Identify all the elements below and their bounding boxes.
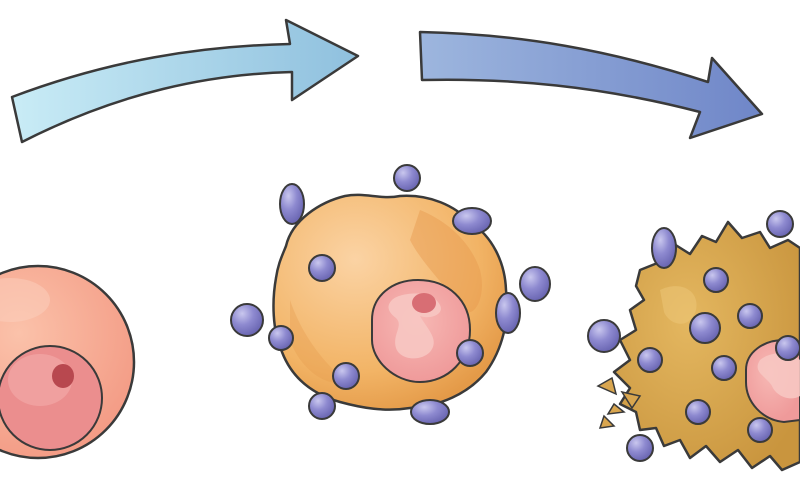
particle-icon — [456, 339, 484, 367]
particle-icon — [268, 325, 294, 351]
cell-fragments-icon — [596, 376, 642, 429]
particle-icon — [332, 362, 360, 390]
particle-icon — [685, 399, 711, 425]
particle-icon — [711, 355, 737, 381]
particle-icon — [703, 267, 729, 293]
particle-icon — [689, 312, 721, 344]
particle-icon — [452, 207, 492, 235]
particle-icon — [737, 303, 763, 329]
particle-icon — [410, 399, 450, 425]
particles — [230, 164, 800, 462]
nucleus-icon — [0, 345, 103, 451]
particle-icon — [519, 266, 551, 302]
right-arrow-icon — [10, 18, 360, 144]
particle-icon — [651, 227, 677, 269]
particle-icon — [495, 292, 521, 334]
particle-icon — [626, 434, 654, 462]
particle-icon — [308, 392, 336, 420]
particle-icon — [308, 254, 336, 282]
healthy-cell-icon — [0, 264, 136, 460]
particle-icon — [775, 335, 800, 361]
particle-icon — [230, 303, 264, 337]
particle-icon — [766, 210, 794, 238]
particle-icon — [747, 417, 773, 443]
nucleus-icon — [371, 278, 472, 384]
right-arrow-icon — [418, 30, 764, 140]
particle-icon — [587, 319, 621, 353]
damaged-cell-icon — [596, 220, 800, 472]
particle-icon — [279, 183, 305, 225]
particle-icon — [637, 347, 663, 373]
particle-icon — [393, 164, 421, 192]
